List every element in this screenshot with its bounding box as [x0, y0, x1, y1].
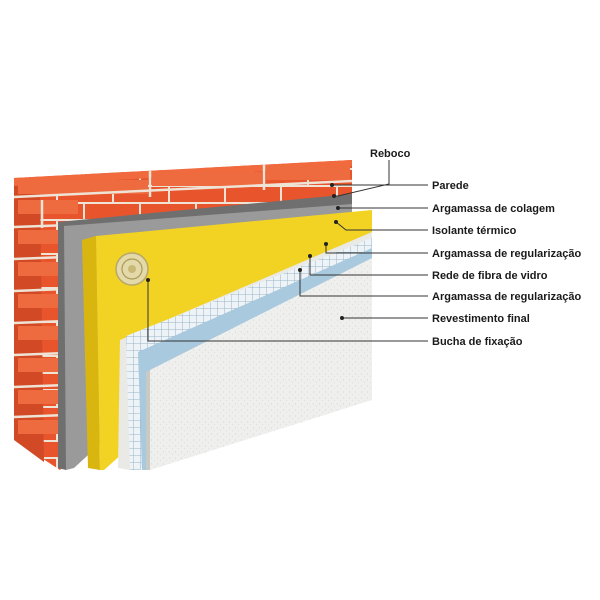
leader-argamassa-regularizacao-1 — [325, 244, 428, 254]
bucha-fixacao — [115, 252, 149, 286]
isolante-termico-side — [82, 236, 100, 470]
label-argamassa-regularizacao-1: Argamassa de regularização — [432, 248, 581, 260]
leader-argamassa-regularizacao-2 — [299, 270, 428, 297]
dot-isolante — [334, 220, 338, 224]
label-argamassa-regularizacao-2: Argamassa de regularização — [432, 291, 581, 303]
revestimento-final-edge — [146, 370, 150, 470]
dot-argamassa-regularizacao-2 — [298, 268, 302, 272]
leader-lines — [146, 160, 428, 342]
revestimento-final-layer — [150, 258, 372, 470]
leader-bucha — [147, 280, 428, 342]
label-reboco: Reboco — [370, 148, 411, 160]
label-argamassa-colagem: Argamassa de colagem — [432, 203, 555, 215]
dot-reboco — [332, 194, 336, 198]
label-bucha-fixacao: Bucha de fixação — [432, 336, 523, 348]
labels: Reboco Parede Argamassa de colagem Isola… — [370, 148, 581, 348]
dot-bucha — [146, 278, 150, 282]
dot-revestimento — [340, 316, 344, 320]
label-isolante-termico: Isolante térmico — [432, 225, 517, 237]
label-rede-fibra-vidro: Rede de fibra de vidro — [432, 270, 548, 282]
mortar-joints — [13, 164, 353, 419]
brick-courses — [18, 166, 350, 434]
brick-wall-left-side — [14, 178, 44, 462]
dowel-ring — [121, 258, 143, 280]
dot-argamassa-regularizacao-1 — [324, 242, 328, 246]
leader-rede — [309, 256, 428, 276]
dowel-center — [128, 265, 136, 273]
leader-isolante — [335, 221, 428, 231]
label-parede: Parede — [432, 180, 469, 192]
label-revestimento-final: Revestimento final — [432, 313, 530, 325]
dot-rede — [308, 254, 312, 258]
dot-argamassa-colagem — [336, 206, 340, 210]
dot-parede — [330, 183, 334, 187]
